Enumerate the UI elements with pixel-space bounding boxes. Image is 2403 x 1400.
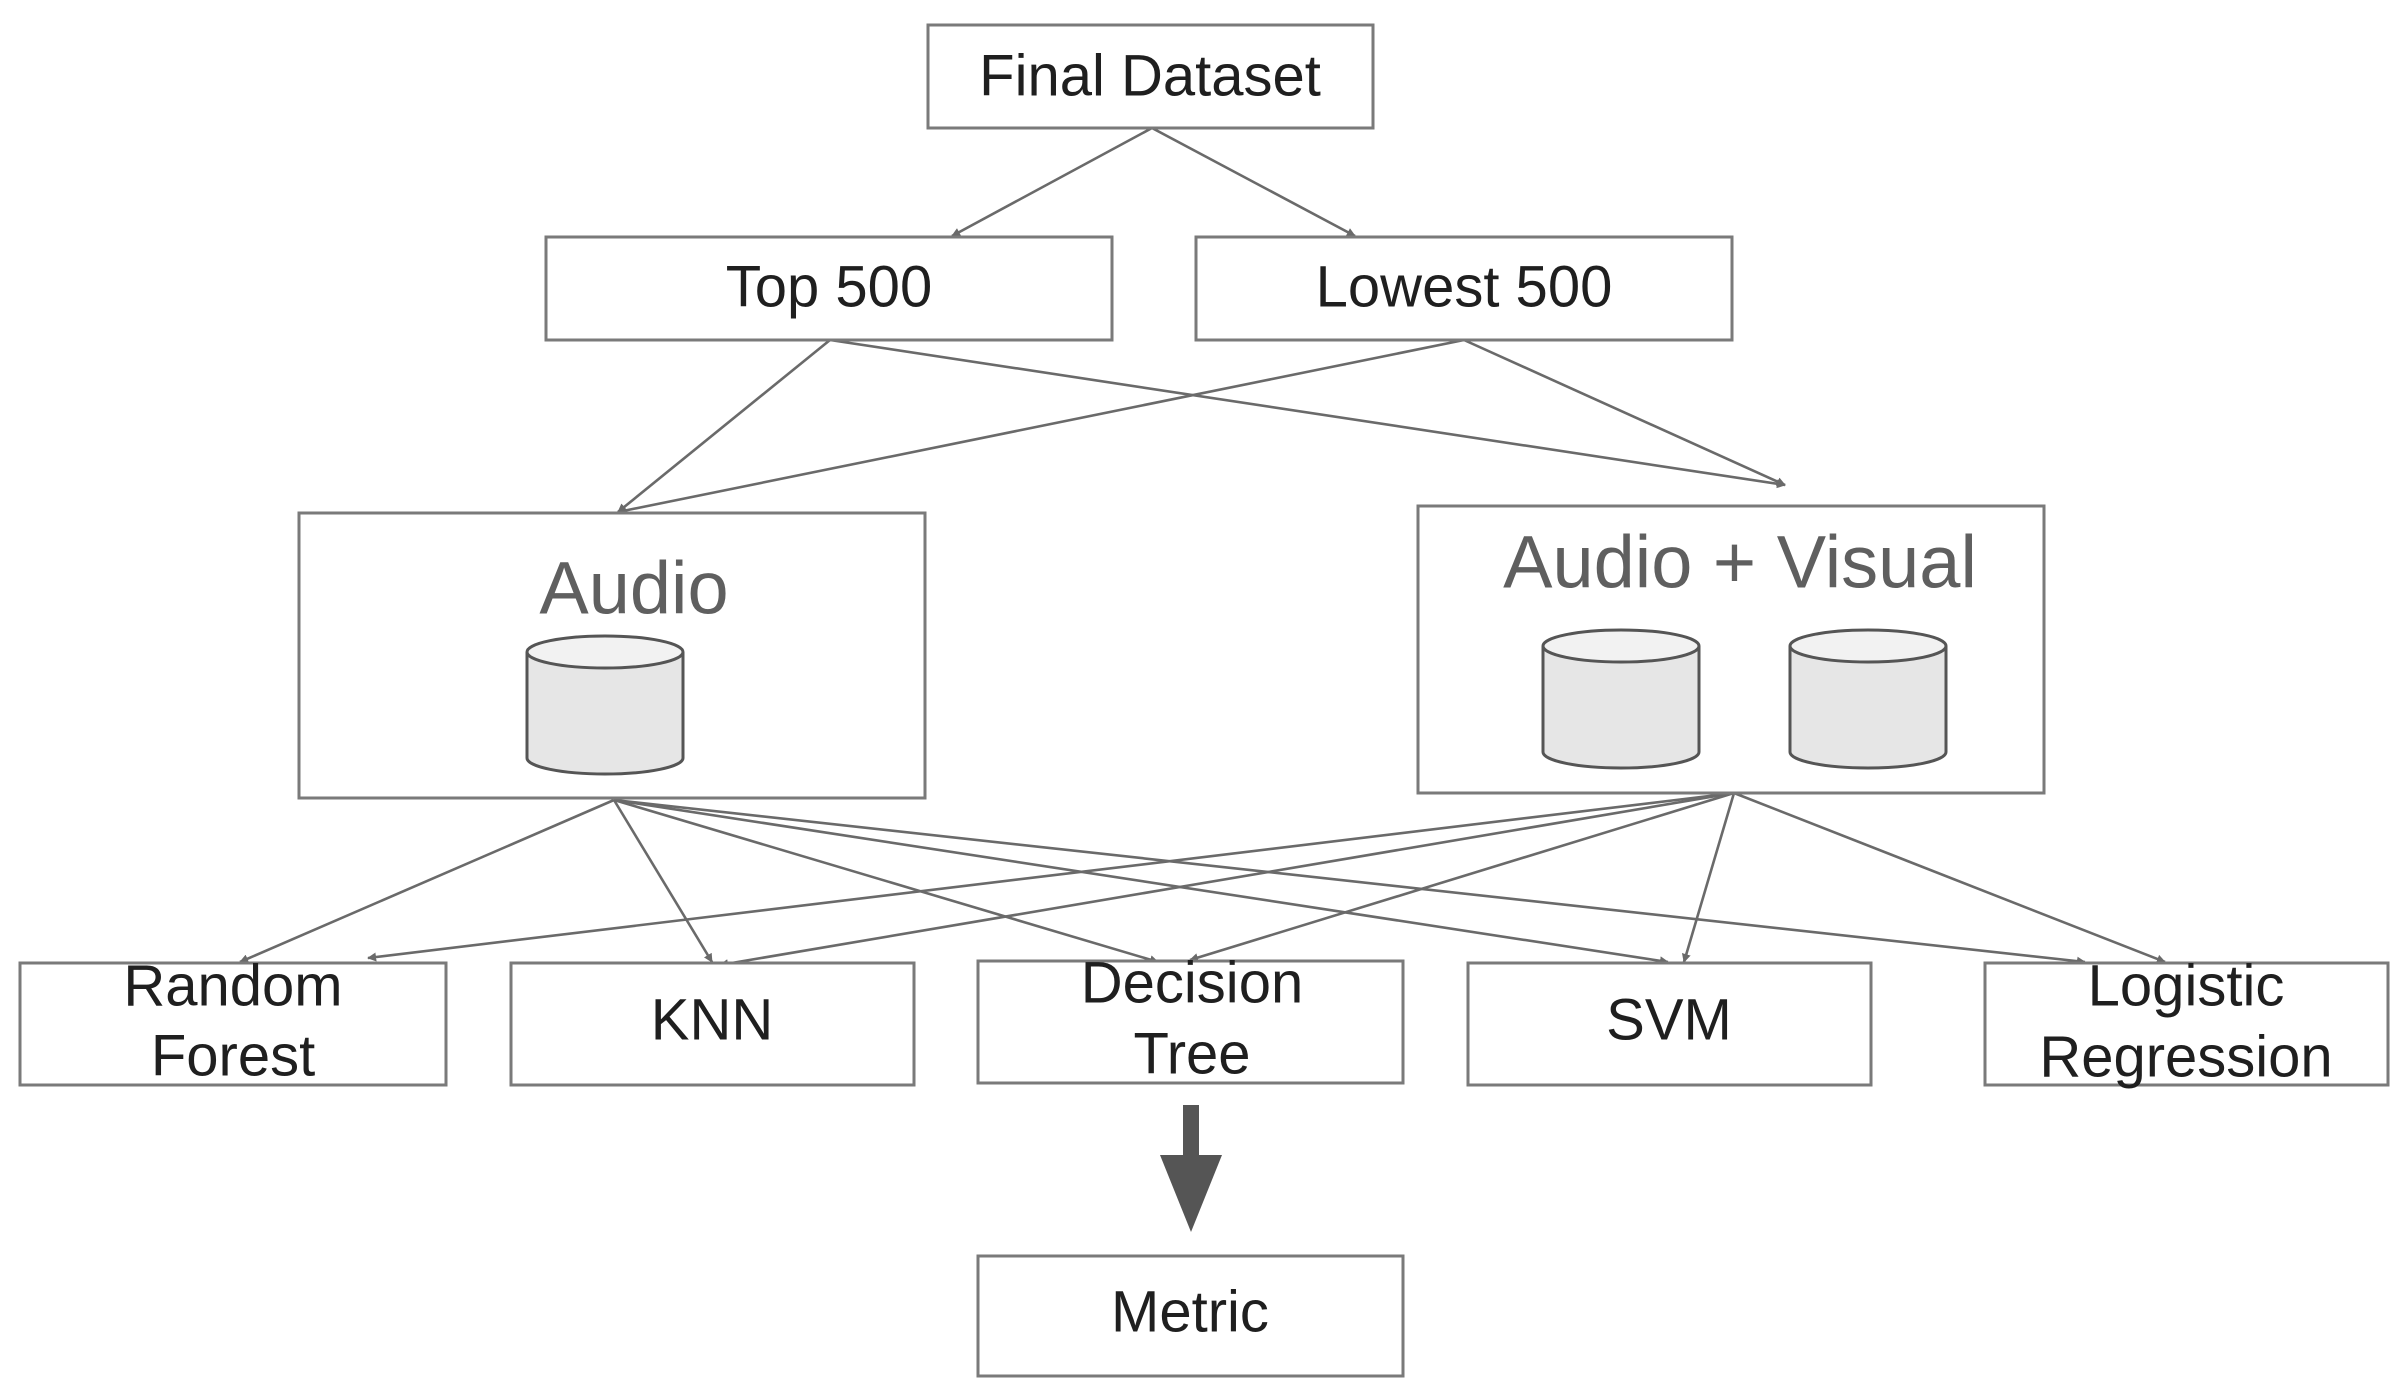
edge-top500-to-audiovisual: [829, 338, 1786, 489]
edge-audiovisual-to-decisiontree: [1189, 791, 1735, 962]
node-audio-label: Audio: [539, 547, 728, 630]
edge-audio-to-svm: [613, 798, 1669, 966]
node-final-dataset: Final Dataset: [926, 23, 1375, 130]
node-audio: Audio: [297, 511, 927, 800]
edge-audio-to-logistic: [613, 798, 2086, 966]
edge-lowest500-to-audio: [617, 338, 1465, 515]
big-down-arrow-icon: [1160, 1105, 1222, 1232]
node-decision-tree: Decision Tree: [976, 950, 1405, 1086]
edge-audiovisual-to-svm: [1681, 792, 1736, 963]
database-icon: [1788, 628, 1948, 770]
database-icon: [1541, 628, 1701, 770]
node-random-forest: Random Forest: [18, 953, 448, 1088]
node-random-forest-label-line2: Forest: [151, 1023, 315, 1088]
node-top-500: Top 500: [544, 235, 1114, 342]
edge-audiovisual-to-logistic: [1733, 791, 2166, 964]
edge-audio-to-knn: [612, 799, 714, 963]
node-svm-label: SVM: [1606, 987, 1732, 1052]
node-decision-tree-label-line2: Tree: [1133, 1021, 1250, 1086]
node-audio-visual-label: Audio + Visual: [1503, 521, 1977, 604]
edge-final-to-top500: [951, 126, 1153, 238]
node-audio-visual: Audio + Visual: [1416, 504, 2046, 795]
node-lowest-500: Lowest 500: [1194, 235, 1734, 342]
edges: [239, 126, 2166, 969]
node-metric: Metric: [976, 1254, 1405, 1378]
edge-final-to-lowest500: [1151, 126, 1356, 238]
node-lowest-500-label: Lowest 500: [1316, 254, 1613, 319]
node-logistic-regression-label-line1: Logistic: [2088, 953, 2285, 1018]
node-random-forest-label-line1: Random: [123, 953, 342, 1018]
node-metric-label: Metric: [1111, 1279, 1269, 1344]
edge-lowest500-to-audiovisual: [1463, 338, 1786, 487]
edge-audio-to-decisiontree: [613, 798, 1159, 965]
node-knn-label: KNN: [651, 987, 773, 1052]
edge-top500-to-audio: [617, 338, 831, 514]
node-logistic-regression: Logistic Regression: [1983, 953, 2390, 1089]
node-knn: KNN: [509, 961, 916, 1087]
edge-audio-to-randomforest: [239, 798, 615, 964]
node-top-500-label: Top 500: [726, 254, 932, 319]
database-icon: [525, 634, 685, 776]
node-svm: SVM: [1466, 961, 1873, 1087]
node-decision-tree-label-line1: Decision: [1081, 950, 1303, 1015]
node-final-dataset-label: Final Dataset: [979, 43, 1321, 108]
edge-audiovisual-to-knn: [719, 791, 1735, 969]
node-logistic-regression-label-line2: Regression: [2039, 1024, 2332, 1089]
edge-audiovisual-to-randomforest: [367, 791, 1735, 962]
